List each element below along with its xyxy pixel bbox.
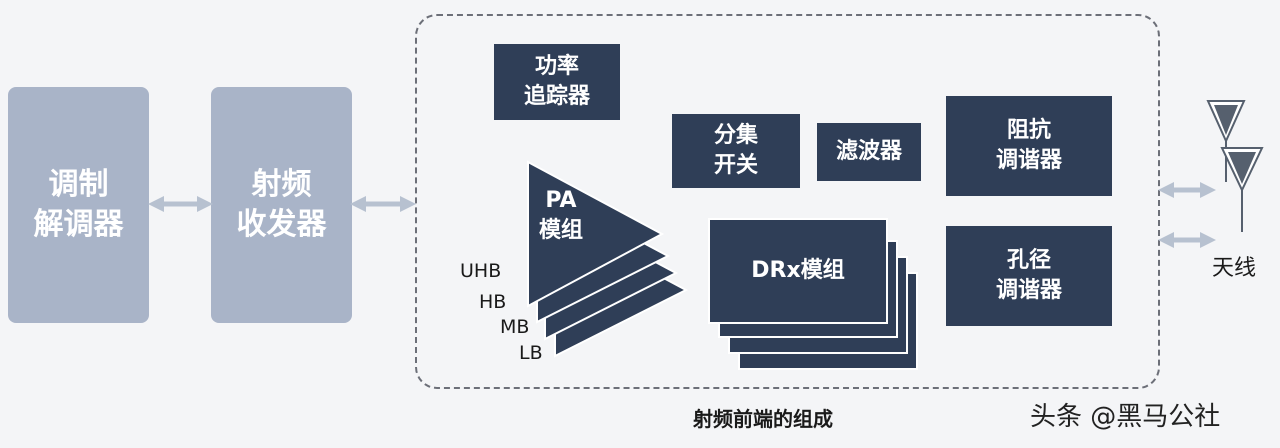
- antenna-label: 天线: [1212, 256, 1257, 281]
- power-tracker-label-line1: 功率: [534, 54, 579, 79]
- antenna-icon: [1206, 100, 1264, 232]
- pa-module-label: PA 模组: [526, 186, 596, 246]
- diversity-switch-label-line1: 分集: [713, 123, 758, 148]
- diagram-caption: 射频前端的组成: [693, 407, 833, 431]
- pa-band-layer-uhb: [527, 160, 665, 308]
- drx-module-label: DRx模组: [751, 258, 845, 283]
- modem-label-line1: 调制: [48, 167, 109, 202]
- aperture-tuner-label-line2: 调谐器: [995, 278, 1062, 303]
- pa-module-label-line1: PA: [545, 188, 577, 213]
- impedance-tuner-label-line1: 阻抗: [1006, 118, 1051, 143]
- aperture-tuner-label-line1: 孔径: [1006, 248, 1051, 273]
- transceiver-label-line2: 收发器: [236, 207, 327, 242]
- modem-block: 调制 解调器: [8, 87, 149, 323]
- power-tracker-label-line2: 追踪器: [523, 84, 590, 109]
- drx-module-block: DRx模组: [708, 218, 888, 324]
- band-label-hb: HB: [479, 291, 507, 313]
- diversity-switch-label-line2: 开关: [713, 153, 758, 178]
- diversity-switch-block: 分集 开关: [672, 114, 800, 188]
- transceiver-block: 射频 收发器: [211, 87, 352, 323]
- modem-label-line2: 解调器: [33, 207, 124, 242]
- band-label-lb: LB: [519, 342, 543, 364]
- transceiver-label-line1: 射频: [251, 167, 312, 202]
- impedance-tuner-block: 阻抗 调谐器: [946, 96, 1112, 196]
- pa-module-label-line2: 模组: [538, 218, 583, 243]
- filter-block: 滤波器: [817, 123, 921, 181]
- watermark: 头条 @黑马公社: [1030, 402, 1221, 432]
- power-tracker-block: 功率 追踪器: [494, 44, 620, 120]
- filter-label: 滤波器: [835, 139, 902, 164]
- impedance-tuner-label-line2: 调谐器: [995, 148, 1062, 173]
- band-label-uhb: UHB: [460, 260, 502, 282]
- aperture-tuner-block: 孔径 调谐器: [946, 226, 1112, 326]
- band-label-mb: MB: [500, 316, 530, 338]
